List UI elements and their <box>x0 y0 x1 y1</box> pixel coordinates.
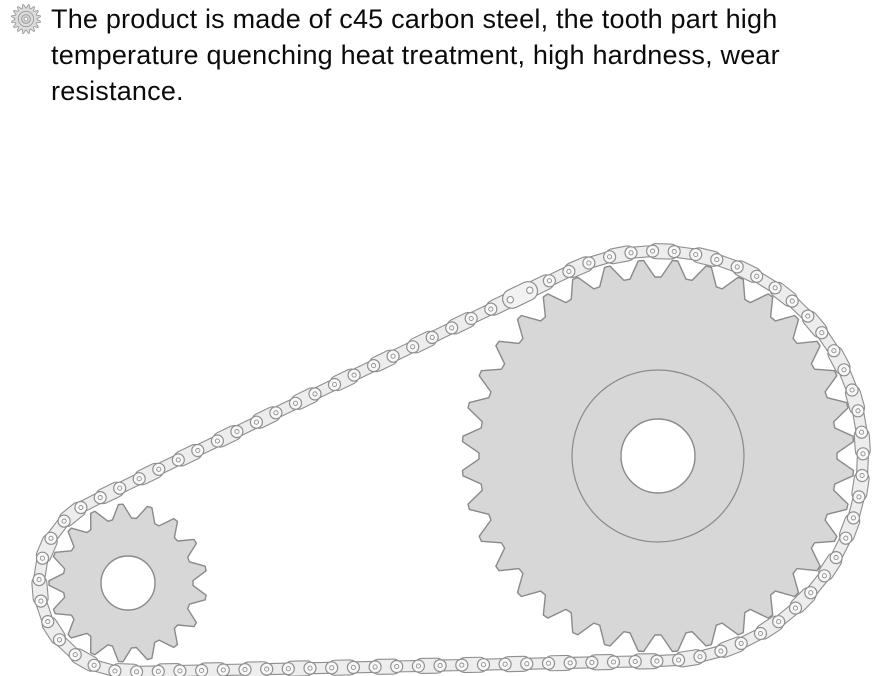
roller-chain <box>31 243 871 676</box>
large-sprocket <box>461 259 855 653</box>
master-link <box>501 280 539 309</box>
small-sprocket <box>48 503 207 663</box>
gear-icon-shape <box>11 4 41 34</box>
gear-icon <box>11 4 41 34</box>
description-row: The product is made of c45 carbon steel,… <box>10 2 886 110</box>
product-description-text: The product is made of c45 carbon steel,… <box>51 4 780 106</box>
